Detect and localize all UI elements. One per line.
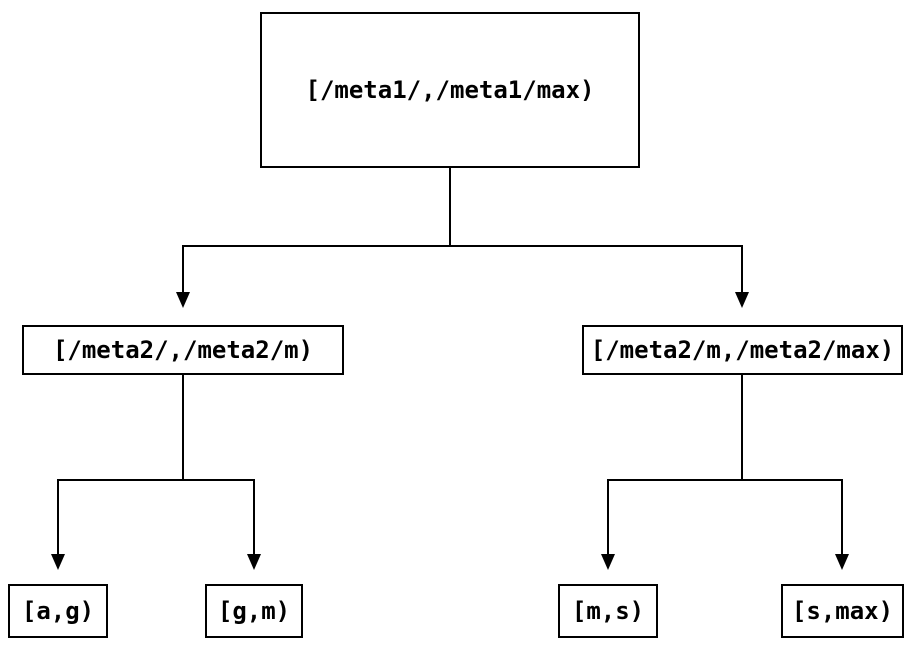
edge-right-mid-to-children <box>601 375 849 570</box>
node-label: [/meta1/,/meta1/max) <box>305 76 595 104</box>
node-label: [s,max) <box>791 597 894 625</box>
arrow-down-icon <box>735 292 749 308</box>
node-label: [a,g) <box>21 597 95 625</box>
node-label: [g,m) <box>217 597 291 625</box>
node-leaf-gm-range: [g,m) <box>205 584 303 638</box>
node-right-mid-range: [/meta2/m,/meta2/max) <box>582 325 903 375</box>
arrow-down-icon <box>601 554 615 570</box>
node-left-mid-range: [/meta2/,/meta2/m) <box>22 325 344 375</box>
node-label: [/meta2/,/meta2/m) <box>52 336 314 364</box>
arrow-down-icon <box>176 292 190 308</box>
node-label: [/meta2/m,/meta2/max) <box>590 336 895 364</box>
node-leaf-smax-range: [s,max) <box>781 584 904 638</box>
node-leaf-ms-range: [m,s) <box>558 584 658 638</box>
node-root-range: [/meta1/,/meta1/max) <box>260 12 640 168</box>
arrow-down-icon <box>835 554 849 570</box>
arrow-down-icon <box>51 554 65 570</box>
node-leaf-ag-range: [a,g) <box>8 584 108 638</box>
edge-root-to-children <box>176 168 749 308</box>
arrow-down-icon <box>247 554 261 570</box>
node-label: [m,s) <box>571 597 645 625</box>
edge-left-mid-to-children <box>51 375 261 570</box>
